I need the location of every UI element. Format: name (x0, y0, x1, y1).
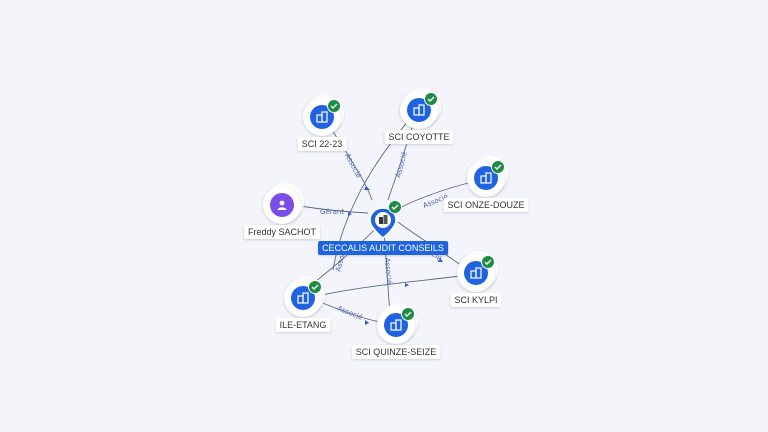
verified-check-icon (308, 280, 322, 294)
node-label: SCI COYOTTE (384, 130, 454, 144)
edge-label-iletang-b: Associé (336, 304, 364, 321)
verified-check-icon (327, 99, 341, 113)
arrow-marker (438, 258, 443, 262)
edge-label-sci2223: Associé (343, 152, 362, 179)
person-icon (270, 193, 294, 217)
verified-check-icon (481, 255, 495, 269)
node-label: SCI ONZE-DOUZE (443, 198, 529, 212)
node-label: SCI 22-23 (297, 137, 347, 151)
edge-sci2223 (329, 126, 373, 201)
edge-label-coyotte: Associé (394, 151, 409, 179)
edge-freddy (299, 205, 369, 214)
arrow-marker (348, 212, 352, 216)
arrow-marker (364, 186, 370, 190)
edge-kylpi-b (317, 275, 461, 297)
verified-check-icon (491, 160, 505, 174)
arrow-marker (365, 320, 369, 325)
node-label: SCI QUINZE-SEIZE (351, 345, 441, 359)
edge-label-freddy: Gérant (320, 208, 344, 216)
verified-check-icon (401, 307, 415, 321)
verified-check-icon (388, 200, 402, 214)
center-node-label: CECCALIS AUDIT CONSEILS (318, 241, 448, 255)
node-label: Freddy SACHOT (243, 225, 321, 239)
verified-check-icon (424, 92, 438, 106)
node-label: SCI KYLPI (450, 293, 502, 307)
map-pin-icon (369, 207, 397, 238)
edge-label-quinzeseize: Associé (383, 257, 393, 284)
edge-coyotte (387, 120, 415, 201)
arrow-marker (405, 283, 409, 287)
node-label: ILE-ETANG (275, 318, 331, 332)
